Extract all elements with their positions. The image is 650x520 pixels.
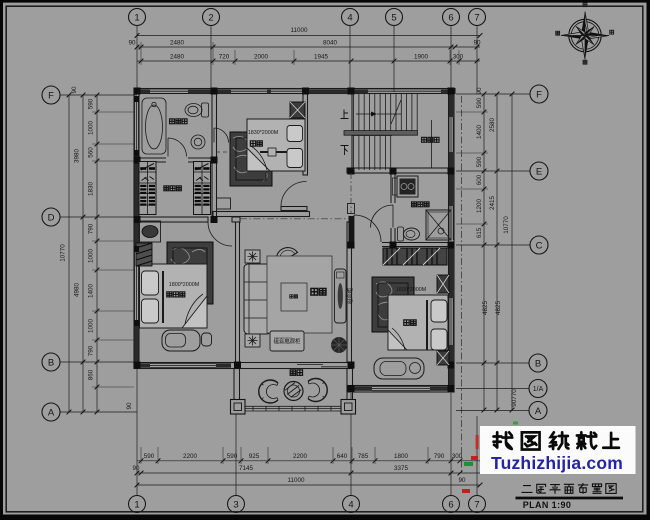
svg-text:2200: 2200 bbox=[183, 453, 198, 460]
svg-text:90: 90 bbox=[476, 87, 483, 95]
svg-text:11000: 11000 bbox=[287, 477, 305, 484]
svg-text:4825: 4825 bbox=[495, 301, 502, 316]
svg-text:PLAN 1:90: PLAN 1:90 bbox=[523, 500, 572, 510]
svg-text:4825: 4825 bbox=[482, 301, 489, 316]
svg-text:E: E bbox=[536, 167, 542, 178]
svg-text:6: 6 bbox=[448, 13, 453, 24]
svg-text:90: 90 bbox=[458, 477, 466, 484]
svg-text:90: 90 bbox=[473, 40, 481, 47]
svg-text:1000: 1000 bbox=[88, 249, 95, 264]
svg-text:790: 790 bbox=[88, 223, 95, 234]
svg-text:785: 785 bbox=[358, 453, 369, 460]
svg-text:8040: 8040 bbox=[323, 40, 338, 47]
svg-text:4: 4 bbox=[348, 500, 353, 511]
svg-text:1200: 1200 bbox=[476, 199, 483, 214]
svg-text:1: 1 bbox=[134, 500, 139, 511]
svg-text:F: F bbox=[536, 90, 542, 101]
svg-text:1800*2000M: 1800*2000M bbox=[396, 287, 427, 293]
svg-text:2200: 2200 bbox=[293, 453, 308, 460]
svg-text:1400: 1400 bbox=[476, 125, 483, 140]
svg-text:Tuzhizhijia.com: Tuzhizhijia.com bbox=[491, 453, 623, 473]
svg-text:7: 7 bbox=[474, 13, 479, 24]
svg-text:590: 590 bbox=[476, 156, 483, 167]
svg-text:90: 90 bbox=[71, 86, 78, 94]
svg-text:3375: 3375 bbox=[394, 465, 409, 472]
svg-text:590: 590 bbox=[88, 98, 95, 109]
svg-text:7145: 7145 bbox=[239, 465, 254, 472]
svg-text:2000: 2000 bbox=[254, 54, 269, 61]
svg-text:790: 790 bbox=[88, 345, 95, 356]
svg-text:10770: 10770 bbox=[503, 216, 510, 234]
svg-text:组合柜: 组合柜 bbox=[346, 287, 354, 304]
svg-text:1/A: 1/A bbox=[533, 386, 544, 393]
svg-text:590: 590 bbox=[476, 97, 483, 108]
svg-text:590: 590 bbox=[227, 453, 238, 460]
svg-text:4: 4 bbox=[347, 13, 352, 24]
svg-text:2480: 2480 bbox=[170, 54, 185, 61]
svg-text:11000: 11000 bbox=[290, 27, 308, 34]
svg-text:2480: 2480 bbox=[170, 40, 185, 47]
svg-text:C: C bbox=[536, 241, 543, 252]
svg-text:1: 1 bbox=[134, 13, 139, 24]
svg-text:1830: 1830 bbox=[88, 182, 95, 197]
svg-text:300: 300 bbox=[453, 54, 464, 61]
svg-text:1830*2000M: 1830*2000M bbox=[248, 130, 279, 136]
svg-text:组合电视柜: 组合电视柜 bbox=[274, 337, 302, 345]
svg-text:A: A bbox=[48, 408, 55, 419]
svg-text:600: 600 bbox=[476, 174, 483, 185]
svg-text:90770: 90770 bbox=[511, 389, 518, 407]
svg-text:1900: 1900 bbox=[414, 54, 429, 61]
svg-text:925: 925 bbox=[249, 453, 260, 460]
svg-text:790: 790 bbox=[434, 453, 445, 460]
svg-text:1800*2000M: 1800*2000M bbox=[169, 282, 200, 288]
svg-text:615: 615 bbox=[476, 227, 483, 238]
svg-text:2415: 2415 bbox=[489, 196, 496, 211]
svg-text:590: 590 bbox=[144, 453, 155, 460]
svg-text:7: 7 bbox=[474, 500, 479, 511]
svg-text:1400: 1400 bbox=[88, 284, 95, 299]
svg-text:90: 90 bbox=[132, 465, 140, 472]
svg-text:1000: 1000 bbox=[88, 121, 95, 136]
svg-text:D: D bbox=[48, 213, 55, 224]
svg-text:90: 90 bbox=[128, 40, 136, 47]
svg-text:A: A bbox=[535, 406, 542, 417]
svg-text:1945: 1945 bbox=[314, 54, 329, 61]
svg-text:720: 720 bbox=[219, 54, 230, 61]
svg-text:B: B bbox=[535, 359, 541, 370]
svg-text:560: 560 bbox=[88, 147, 95, 158]
svg-text:300: 300 bbox=[452, 453, 463, 460]
svg-text:90: 90 bbox=[126, 402, 133, 410]
svg-text:1000: 1000 bbox=[88, 319, 95, 334]
svg-text:6: 6 bbox=[448, 500, 453, 511]
svg-text:10770: 10770 bbox=[60, 244, 67, 262]
svg-text:640: 640 bbox=[337, 453, 348, 460]
svg-text:3980: 3980 bbox=[74, 149, 81, 164]
svg-text:4980: 4980 bbox=[74, 283, 81, 298]
svg-text:F: F bbox=[48, 91, 54, 102]
svg-text:2580: 2580 bbox=[489, 118, 496, 133]
svg-text:5: 5 bbox=[391, 13, 396, 24]
svg-text:3: 3 bbox=[233, 500, 238, 511]
svg-text:2: 2 bbox=[208, 13, 213, 24]
svg-text:860: 860 bbox=[88, 369, 95, 380]
svg-text:1800: 1800 bbox=[394, 453, 409, 460]
svg-text:B: B bbox=[48, 358, 54, 369]
